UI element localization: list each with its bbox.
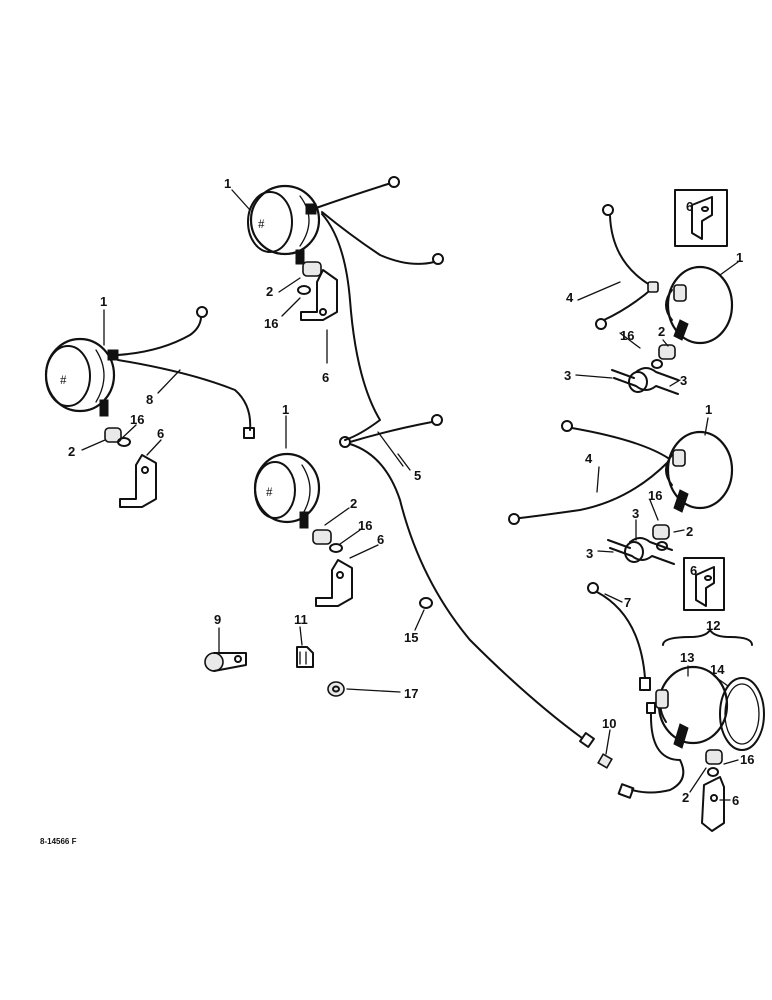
lens-ring-14 (719, 677, 765, 751)
washer-top (297, 285, 311, 295)
callout-lamp-body-13: 13 (680, 650, 694, 665)
callout-bracket-center: 6 (377, 532, 384, 547)
washer-left (117, 437, 131, 447)
wire-top-center (315, 176, 444, 441)
callout-lamp-right-middle: 1 (705, 402, 712, 417)
callout-spacer-top: 2 (266, 284, 273, 299)
callout-clamp-upper-left: 3 (564, 368, 571, 383)
bracket-inset-lower (683, 557, 725, 611)
bracket-inset-upper (674, 189, 728, 247)
callout-nut-15: 15 (404, 630, 418, 645)
bracket-top (300, 269, 338, 321)
callout-washer-bottom-right: 16 (740, 752, 754, 767)
callout-washer-right-upper: 16 (620, 328, 634, 343)
lamp-13-lead (617, 702, 685, 799)
callout-washer-right-middle: 16 (648, 488, 662, 503)
callout-bracket-left: 6 (157, 426, 164, 441)
nut-17 (327, 681, 345, 697)
spacer-center (312, 529, 332, 545)
callout-assembly-12: 12 (706, 618, 720, 633)
callout-lens-ring-14: 14 (710, 662, 725, 677)
washer-right-upper (651, 359, 663, 369)
callout-lamp-center-low: 1 (282, 402, 289, 417)
callout-washer-center: 16 (358, 518, 372, 533)
clamp-middle (607, 537, 675, 565)
callout-clip-11: 11 (294, 612, 308, 627)
callout-spacer-right-middle: 2 (686, 524, 693, 539)
lamp-center-low: # (253, 452, 321, 529)
washer-center (329, 543, 343, 553)
wire-middle-right (508, 420, 669, 525)
lens-mark: # (266, 484, 273, 499)
callout-wire-upper-right: 4 (566, 290, 574, 305)
callout-wire-lower-right: 7 (624, 595, 631, 610)
spacer-right-middle (652, 524, 670, 540)
callout-spacer-center: 2 (350, 496, 357, 511)
wire-left (117, 306, 255, 439)
wire-upper-right (595, 204, 659, 330)
clip-11 (296, 646, 314, 668)
clamp-upper (611, 367, 679, 395)
callout-spacer-right-upper: 2 (658, 324, 665, 339)
spacer-right-upper (658, 344, 676, 360)
callout-lamp-left: 1 (100, 294, 107, 309)
callout-bracket-inset-upper: 6 (686, 199, 693, 214)
spacer-bottom-right (705, 749, 723, 765)
callout-wire-middle-right: 4 (585, 451, 593, 466)
lens-mark: # (258, 216, 265, 231)
spacer-left (104, 427, 122, 443)
lamp-top-center: # (247, 184, 321, 265)
lamp-left: # (44, 337, 119, 417)
callout-washer-left: 16 (130, 412, 144, 427)
callout-bracket-bottom-right: 6 (732, 793, 739, 808)
callout-wire-left: 8 (146, 392, 153, 407)
callout-clamp-middle-left: 3 (586, 546, 593, 561)
wire-lower-right (587, 582, 651, 691)
bracket-left (119, 454, 157, 508)
lens-mark: # (60, 372, 67, 387)
connector-10 (597, 753, 613, 769)
callout-spacer-left: 2 (68, 444, 75, 459)
callout-nut-17: 17 (404, 686, 418, 701)
callout-spacer-bottom-right: 2 (682, 790, 689, 805)
callout-bracket-top: 6 (322, 370, 329, 385)
callout-washer-top: 16 (264, 316, 278, 331)
lamp-body-13 (655, 665, 729, 749)
callout-lamp-right-upper: 1 (736, 250, 743, 265)
harness-center (339, 414, 595, 748)
callout-clip-9: 9 (214, 612, 221, 627)
washer-right-middle (656, 541, 668, 551)
bracket-bottom-right (701, 776, 725, 832)
callout-clamp-middle-top: 3 (632, 506, 639, 521)
assembly-12-brace (662, 629, 753, 646)
callout-lamp-top-center: 1 (224, 176, 231, 191)
washer-bottom-right (707, 767, 719, 777)
clip-9 (204, 652, 247, 672)
lamp-right-middle (665, 430, 734, 513)
callout-connector-10: 10 (602, 716, 616, 731)
callout-bracket-inset-lower: 6 (690, 563, 697, 578)
leader-lines (81, 189, 739, 801)
reference-number: 8-14566 F (40, 837, 77, 846)
bracket-center (315, 559, 353, 607)
nut-15 (419, 597, 433, 609)
spacer-top (302, 261, 322, 277)
lamp-right-upper (665, 265, 734, 345)
callout-clamp-upper-right: 3 (680, 373, 687, 388)
callout-harness-center: 5 (414, 468, 421, 483)
